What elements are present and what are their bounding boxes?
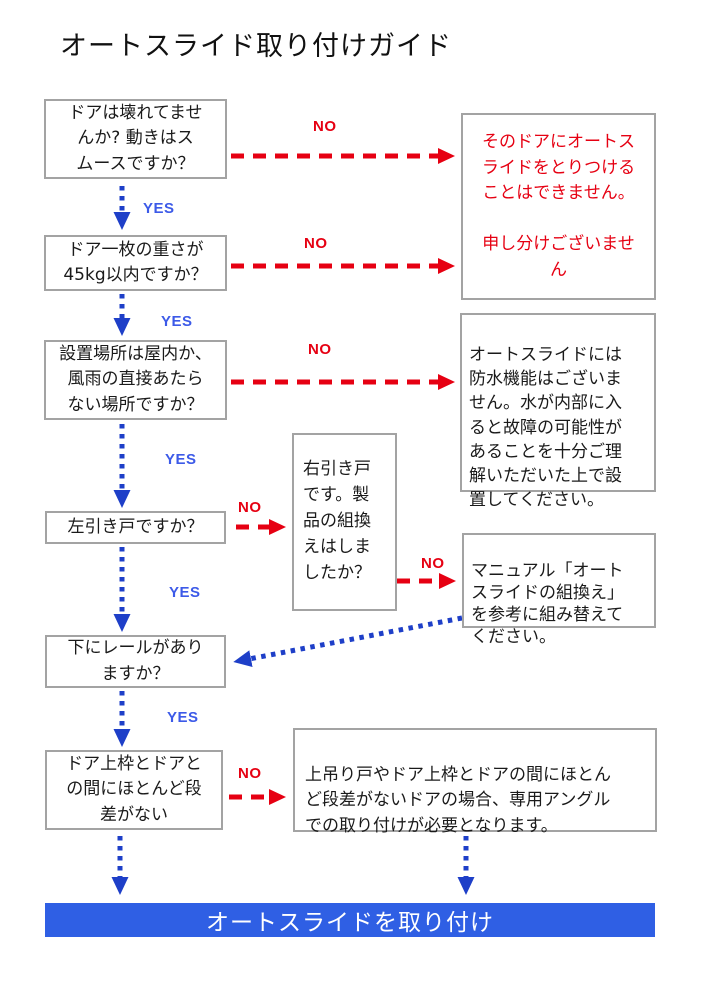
node-right-sliding: 右引き戸 です。製 品の組換 えはしま したか？ [292,433,397,611]
label-no-4: NO [238,499,262,516]
label-yes-4: YES [169,584,201,601]
node-door-condition-text: ドアは壊れてませ んか? 動きはス ムースですか？ [68,102,203,174]
label-no-2: NO [304,235,328,252]
label-no-1: NO [313,118,337,135]
node-step-text: ドア上枠とドアと の間にほとんど段 差がない [66,753,202,825]
node-manual-reassemble-text: マニュアル「オート スライドの組換え」 を参考に組み替えて ください。 [471,561,624,648]
node-left-sliding: 左引き戸ですか？ [45,511,226,544]
label-no-3: NO [308,341,332,358]
node-angle-required: 上吊り戸やドア上枠とドアの間にほとん ど段差がないドアの場合、専用アングル での… [293,728,657,836]
node-right-sliding-text: 右引き戸 です。製 品の組換 えはしま したか？ [303,459,371,583]
label-no-6: NO [238,765,262,782]
node-cannot-install-text: そのドアにオートス ライドをとりつける ことはできません。 申し分けございませ … [481,132,636,280]
node-cannot-install: そのドアにオートス ライドをとりつける ことはできません。 申し分けございませ … [461,113,656,300]
result-banner-text: オートスライドを取り付け [206,910,494,936]
label-yes-2: YES [161,313,193,330]
node-door-weight: ドア一枚の重さが 45kg以内ですか？ [44,235,227,291]
label-yes-5: YES [167,709,199,726]
node-location-text: 設置場所は屋内か、 風雨の直接あたら ない場所ですか？ [59,343,212,415]
node-location: 設置場所は屋内か、 風雨の直接あたら ない場所ですか？ [44,340,227,420]
result-banner: オートスライドを取り付け [45,903,655,937]
node-manual-reassemble: マニュアル「オート スライドの組換え」 を参考に組み替えて ください。 [462,533,656,647]
label-yes-3: YES [165,451,197,468]
node-waterproof-warning: オートスライドには 防水機能はございま せん。水が内部に入 ると故障の可能性が … [460,313,656,510]
node-step: ドア上枠とドアと の間にほとんど段 差がない [45,750,223,830]
node-door-condition: ドアは壊れてませ んか? 動きはス ムースですか？ [44,99,227,179]
node-angle-required-text: 上吊り戸やドア上枠とドアの間にほとん ど段差がないドアの場合、専用アングル での… [305,764,611,836]
node-door-weight-text: ドア一枚の重さが 45kg以内ですか？ [63,239,208,286]
node-left-sliding-text: 左引き戸ですか？ [67,516,204,537]
node-rail-text: 下にレールがあり ますか？ [67,638,204,684]
label-yes-1: YES [143,200,175,217]
node-waterproof-warning-text: オートスライドには 防水機能はございま せん。水が内部に入 ると故障の可能性が … [469,345,622,510]
arrow-manual-to-rail [233,615,463,667]
page-title: オートスライド取り付けガイド [60,31,452,62]
label-no-5: NO [421,555,445,572]
node-rail: 下にレールがあり ますか？ [45,635,226,688]
